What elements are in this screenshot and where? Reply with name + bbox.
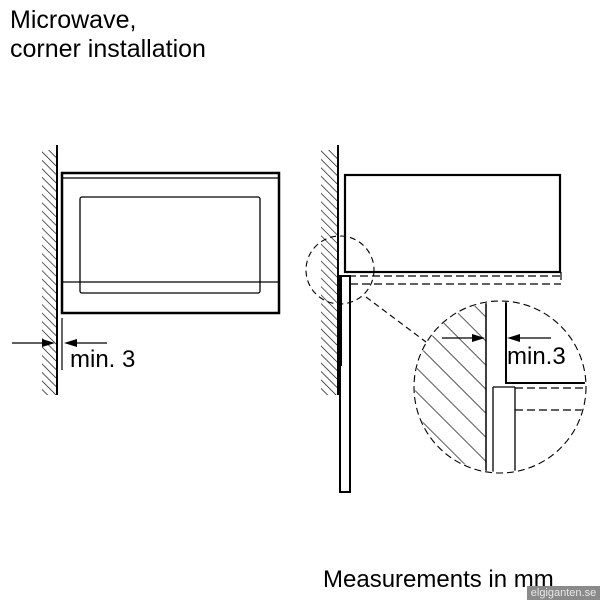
units-note: Measurements in mm [323, 566, 554, 593]
cabinet [343, 173, 562, 274]
wall-hatching [321, 150, 338, 395]
title-line-2: corner installation [10, 35, 206, 63]
detail-marker-circle [305, 235, 375, 305]
appliance-hidden-lines [348, 272, 562, 285]
title-line-1: Microwave, [10, 6, 137, 34]
diagram-title: Microwave, corner installation [10, 6, 206, 64]
left-dimension-label: min. 3 [70, 346, 135, 373]
right-view: min.3 [305, 145, 587, 493]
detail-leader-line [365, 296, 427, 343]
left-view: min. 3 [12, 145, 281, 395]
wall-hatching [42, 150, 57, 395]
watermark: elgiganten.se [527, 586, 600, 600]
gap-dimension [12, 318, 107, 370]
detail-dimension-label: min.3 [507, 343, 566, 370]
microwave-front [60, 171, 281, 315]
side-panel [338, 275, 351, 493]
detail-view: min.3 [413, 300, 587, 474]
